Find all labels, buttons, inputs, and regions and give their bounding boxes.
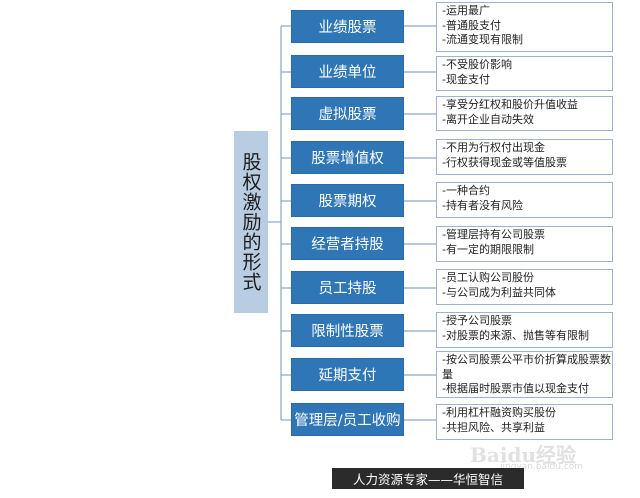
note-line: -有一定的期限限制 (442, 242, 534, 256)
baidu-watermark: Baidu经验 (470, 443, 576, 467)
note-line: -一种合约 (442, 184, 490, 197)
type-node-manager-stock-ownership: 经营者持股 (291, 227, 404, 260)
footer-banner: 人力资源专家——华恒智信 (332, 468, 524, 489)
note-line: -持有者没有风险 (442, 198, 523, 212)
note-line: -流通变现有限制 (442, 33, 523, 46)
note-line: -根据届时股票市值以现金支付 (442, 382, 589, 395)
note-line: -普通股支付 (442, 18, 501, 32)
note-box-phantom-stock: -享受分红权和股价升值收益 -离开企业自动失效 (436, 96, 613, 131)
note-line: -与公司成为利益共同体 (442, 285, 556, 299)
type-node-performance-units: 业绩单位 (291, 55, 404, 88)
note-box-deferred-payment: -按公司股票公平市价折算成股票数量 -根据届时股票市值以现金支付 (436, 351, 613, 398)
note-box-manager-stock-ownership: -管理层持有公司股票 -有一定的期限限制 (436, 226, 613, 262)
type-node-stock-options: 股票期权 (291, 184, 404, 217)
type-label: 股票期权 (318, 194, 377, 210)
type-label: 业绩单位 (318, 65, 377, 81)
note-line: -现金支付 (442, 72, 490, 86)
note-line: -行权获得现金或等值股票 (442, 155, 567, 169)
type-label: 股票增值权 (311, 151, 384, 167)
note-box-management-buyout: -利用杠杆融资购买股份 -共担风险、共享利益 (436, 404, 613, 440)
note-box-restricted-stock: -授予公司股票 -对股票的来源、抛售等有限制 (436, 312, 613, 348)
note-line: -利用杠杆融资购买股份 (442, 406, 556, 419)
type-node-stock-appreciation-rights: 股票增值权 (291, 141, 404, 174)
note-line: -运用最广 (442, 4, 490, 17)
type-label: 虚拟股票 (318, 107, 377, 123)
type-node-employee-stock-ownership: 员工持股 (291, 271, 404, 304)
note-line: -共担风险、共享利益 (442, 420, 545, 434)
footer-text: 人力资源专家——华恒智信 (352, 472, 503, 487)
type-label: 员工持股 (318, 281, 377, 297)
type-label: 经营者持股 (311, 237, 384, 253)
baidu-watermark-url: jingyan.baidu.com (500, 462, 584, 472)
note-line: -离开企业自动失效 (442, 112, 534, 126)
type-label: 管理层/员工收购 (294, 413, 401, 429)
note-line: -按公司股票公平市价折算成股票数量 (442, 353, 611, 381)
type-label: 延期支付 (318, 368, 377, 384)
type-node-restricted-stock: 限制性股票 (291, 314, 404, 347)
note-line: -对股票的来源、抛售等有限制 (442, 328, 589, 342)
type-node-phantom-stock: 虚拟股票 (291, 97, 404, 130)
note-line: -享受分红权和股价升值收益 (442, 98, 578, 111)
note-box-stock-appreciation-rights: -不用为行权付出现金 -行权获得现金或等值股票 (436, 139, 613, 175)
note-box-performance-shares: -运用最广 -普通股支付 -流通变现有限制 (436, 2, 613, 52)
type-label: 限制性股票 (311, 324, 384, 340)
note-line: -员工认购公司股份 (442, 271, 534, 284)
type-node-management-buyout: 管理层/员工收购 (291, 403, 404, 436)
root-label: 股权激励的形式 (239, 152, 262, 292)
type-node-performance-shares: 业绩股票 (291, 10, 404, 43)
note-box-performance-units: -不受股价影响 -现金支付 (436, 56, 613, 91)
note-line: -授予公司股票 (442, 314, 512, 327)
note-line: -管理层持有公司股票 (442, 228, 545, 241)
note-line: -不受股价影响 (442, 58, 512, 71)
note-box-employee-stock-ownership: -员工认购公司股份 -与公司成为利益共同体 (436, 269, 613, 305)
root-node: 股权激励的形式 (234, 131, 268, 313)
note-box-stock-options: -一种合约 -持有者没有风险 (436, 182, 613, 218)
note-line: -不用为行权付出现金 (442, 141, 545, 154)
type-label: 业绩股票 (318, 20, 377, 36)
type-node-deferred-payment: 延期支付 (291, 358, 404, 391)
